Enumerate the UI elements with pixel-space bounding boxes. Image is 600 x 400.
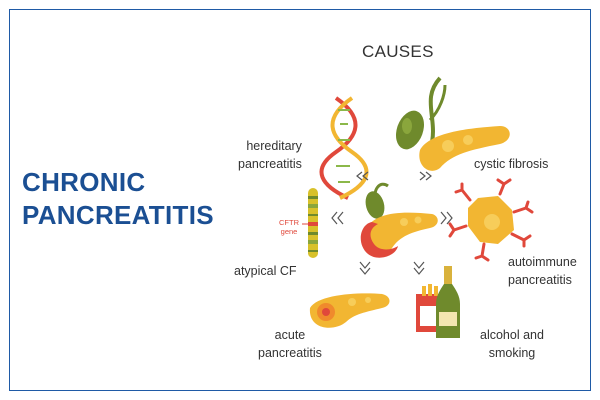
title-line-2: PANCREATITIS bbox=[22, 200, 214, 230]
label-hereditary-pancreatitis: hereditary pancreatitis bbox=[238, 139, 302, 171]
dna-icon bbox=[319, 96, 369, 200]
cftr-gene-label: CFTR gene bbox=[279, 218, 299, 236]
bottle-cigarettes-icon bbox=[416, 266, 460, 338]
central-pancreas-icon bbox=[360, 182, 438, 258]
label-cystic-fibrosis: cystic fibrosis bbox=[474, 157, 549, 171]
chromosome-icon bbox=[302, 188, 318, 258]
label-autoimmune-pancreatitis: autoimmune pancreatitis bbox=[508, 255, 577, 287]
label-alcohol-smoking: alcohol and smoking bbox=[480, 328, 544, 360]
title-line-1: CHRONIC bbox=[22, 167, 146, 197]
border-frame bbox=[9, 9, 591, 391]
label-acute-pancreatitis: acute pancreatitis bbox=[258, 328, 322, 360]
pancreas-gallbladder-icon bbox=[395, 76, 510, 171]
label-atypical-cf: atypical CF bbox=[234, 264, 297, 278]
immune-cells-icon bbox=[448, 178, 534, 262]
causes-heading: CAUSES bbox=[362, 42, 434, 61]
connector-arrows bbox=[331, 171, 453, 275]
page-title: CHRONIC PANCREATITIS bbox=[22, 166, 214, 232]
pancreas-icon bbox=[309, 293, 390, 328]
